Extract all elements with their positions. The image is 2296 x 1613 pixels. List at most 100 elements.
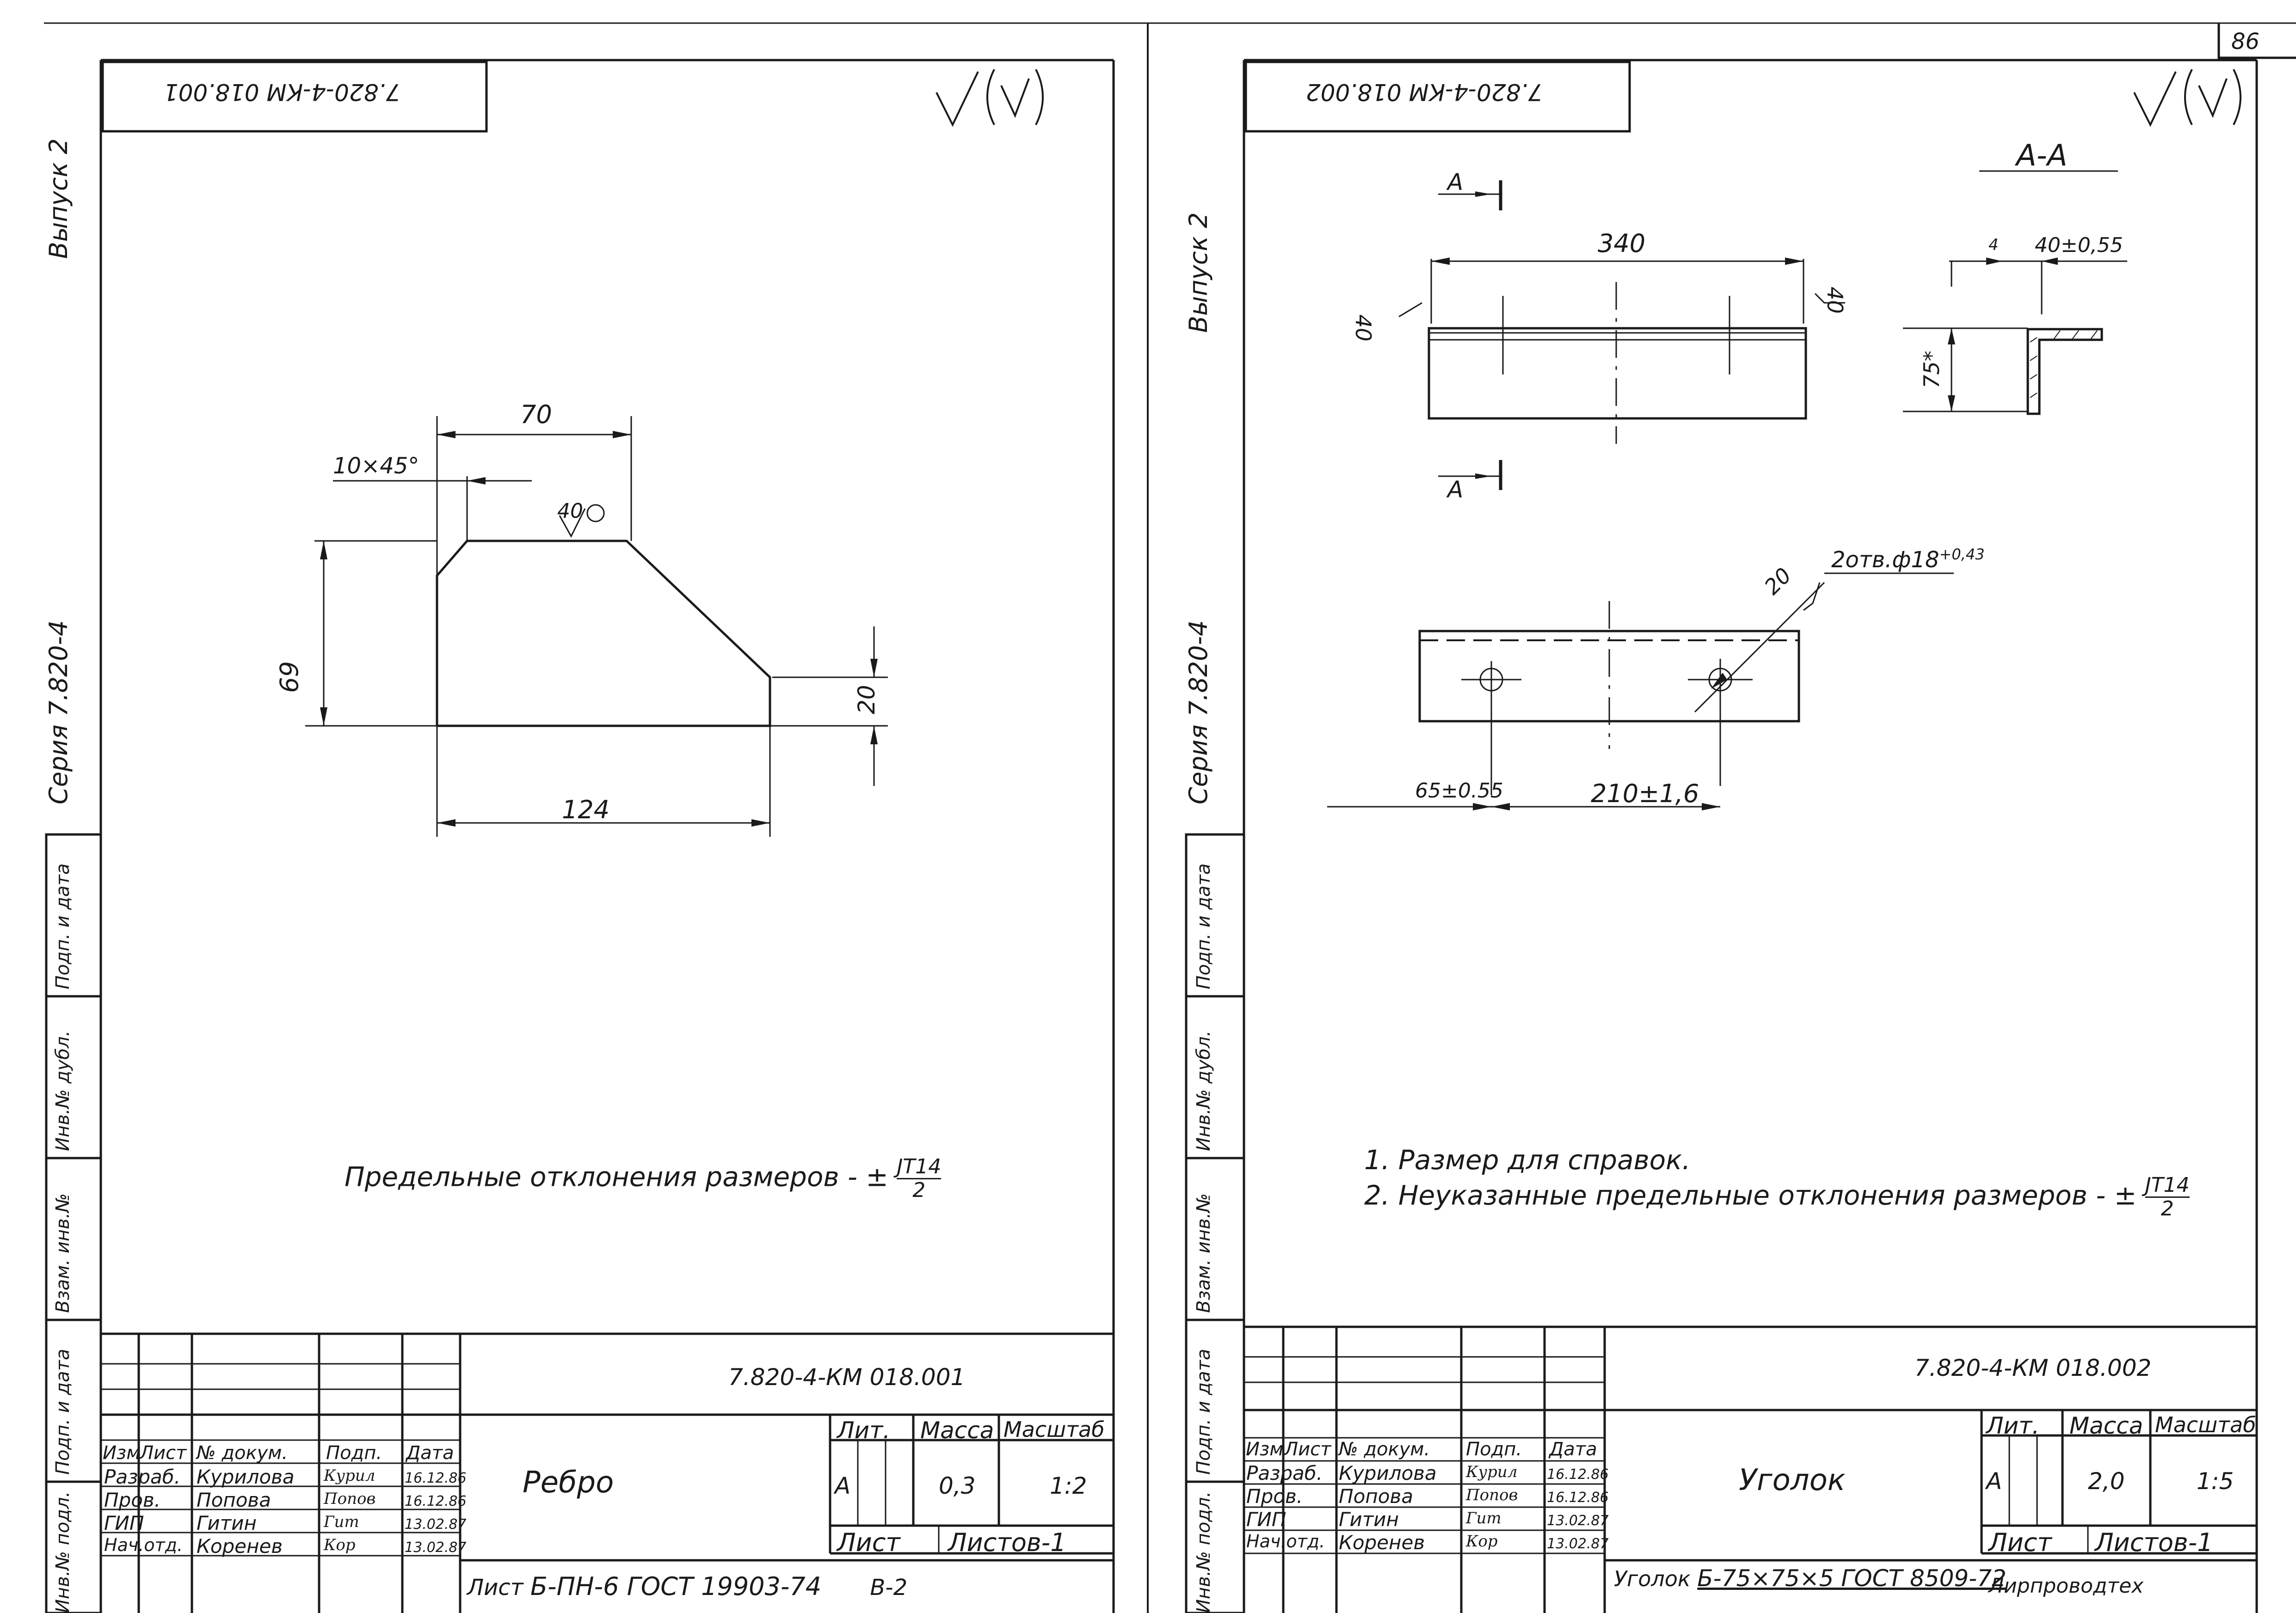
dim-roughness-40: 40 [557,499,583,523]
dim-top-40: 40±0,55 [2035,233,2123,257]
sheet2-row-role: ГИП [1246,1508,1286,1531]
page-number: 86 [2231,29,2260,55]
dim-length-340: 340 [1598,229,1646,258]
sheet1-row-signature: Попов [324,1490,376,1508]
sheet1-hdr-sign: Подп. [326,1442,382,1464]
issue-label: Выпуск 2 [44,138,73,259]
inv-orig-label-2: Инв.№ подл. [1193,1491,1214,1613]
sheet2-lit: А [1986,1468,2002,1495]
sheet2-note-2: 2. Неуказанные предельные отклонения раз… [1364,1173,2190,1220]
sign-date2-label-2: Подп. и дата [1193,1349,1214,1475]
sheet2-row-role: Пров. [1246,1485,1303,1508]
section-mark-top: А [1447,169,1464,196]
sheet2-note-1: 1. Размер для справок. [1364,1144,1691,1176]
sheet1-tb-name: Ребро [523,1466,614,1500]
sheet2-scale: 1:5 [2197,1468,2234,1495]
sheet1-code-upside: 7.820-4-КМ 018.001 [163,79,401,105]
sheet2-row-role: Нач.отд. [1246,1531,1325,1552]
sheet1-row-date: 13.02.87 [405,1516,467,1533]
sheet1-sheets-h: Листов-1 [948,1528,1066,1557]
sheet1-hdr-doc: № докум. [197,1442,288,1464]
sheet2-org: Лирпроводтех [1988,1574,2144,1598]
sheet2-tb-code: 7.820-4-КМ 018.002 [1914,1355,2152,1381]
sheet2-row-date: 16.12.86 [1547,1466,1609,1483]
sheet1-sheet-h: Лист [837,1528,900,1557]
sheet2-row-name: Курилова [1339,1462,1437,1484]
section-title-aa: А-А [2016,139,2068,173]
dim-height-69: 69 [274,661,303,693]
sheet1-scale-h: Масштаб [1003,1417,1105,1442]
sheet2-row-name: Коренев [1339,1531,1425,1554]
sheet2-row-signature: Попов [1466,1486,1518,1504]
sheet2-lit-h: Лит. [1986,1412,2040,1439]
sheet1-row-name: Курилова [197,1466,295,1488]
sheet1-hdr-list: Лист [140,1442,187,1464]
series-label-2: Серия 7.820-4 [1184,620,1213,804]
sheet2-mass-h: Масса [2069,1412,2143,1439]
sheet1-hdr-izm: Изм [103,1442,141,1464]
sheet2-row-role: Разраб. [1246,1462,1323,1484]
sheet2-row-name: Попова [1339,1485,1413,1508]
dim-left-40: 40 [1351,314,1376,342]
sheet1-row-name: Попова [197,1489,271,1511]
dim-top-small-4: 4 [1988,236,1999,254]
sheet2-row-signature: Гит [1466,1509,1502,1527]
sheet1-row-signature: Гит [324,1513,359,1531]
sheet2-row-date: 16.12.86 [1547,1490,1609,1506]
dim-chamfer: 10×45° [333,453,419,479]
sheet2-material: Уголок Б-75×75×5 ГОСТ 8509-72 [1614,1565,2007,1592]
sheet2-hdr-list: Лист [1284,1439,1331,1460]
vzam-inv-label: Взам. инв.№ [52,1193,74,1313]
sheet1-mass: 0,3 [939,1472,976,1499]
dim-right-20: 20 [853,685,880,714]
sheet1-lit-h: Лит. [837,1417,891,1444]
inv-dub-label-2: Инв.№ дубл. [1193,1030,1214,1151]
sheet2-scale-h: Масштаб [2155,1412,2256,1437]
sheet1-note: Предельные отклонения размеров - ± JT14 … [345,1155,942,1202]
sheet2-row-name: Гитин [1339,1508,1399,1531]
sheet2-row-signature: Кор [1466,1532,1498,1551]
sign-date2-label: Подп. и дата [52,1349,74,1475]
inv-orig-label: Инв.№ подл. [52,1491,74,1613]
sign-date-label-2: Подп. и дата [1193,863,1214,989]
dim-bottom-124: 124 [562,795,610,824]
sheet1-mass-h: Масса [920,1417,994,1444]
sheet1-tb-code: 7.820-4-КМ 018.001 [728,1364,966,1391]
sheet1-tol-num: JT14 [897,1155,942,1179]
sheet2-tb-name: Уголок [1739,1463,1846,1497]
sheet2-sheets-h: Листов-1 [2095,1528,2213,1557]
dim-holes: 2отв.ф18+0,43 [1831,546,1985,573]
sheet2-tol-den: 2 [2161,1197,2174,1220]
inv-dub-label: Инв.№ дубл. [52,1030,74,1151]
sheet1-scale: 1:2 [1050,1472,1087,1499]
sheet1-tol-den: 2 [912,1178,926,1202]
sign-date-label: Подп. и дата [52,863,74,989]
sheet2-mass: 2,0 [2088,1468,2125,1495]
series-label: Серия 7.820-4 [44,620,73,804]
dim-spacing: 210±1,6 [1591,779,1699,808]
vzam-inv-label-2: Взам. инв.№ [1193,1193,1214,1313]
sheet2-row-date: 13.02.87 [1547,1536,1609,1552]
sheet1-row-date: 13.02.87 [405,1539,467,1556]
sheet1-row-role: Разраб. [104,1466,181,1488]
sheet1-row-date: 16.12.86 [405,1470,467,1486]
sheet1-row-role: Нач.отд. [104,1535,183,1555]
issue-label-2: Выпуск 2 [1184,212,1213,333]
sheet1-row-date: 16.12.86 [405,1493,467,1509]
sheet1-row-role: ГИП [104,1512,144,1534]
dim-height-75: 75* [1919,350,1944,388]
sheet2-hdr-date: Дата [1549,1439,1597,1460]
sheet2-sheet-h: Лист [1988,1528,2052,1557]
dim-top-70: 70 [520,400,552,429]
sheet1-row-signature: Кор [324,1536,356,1554]
sheet2-row-date: 13.02.87 [1547,1513,1609,1529]
roughness-mark-1 [936,71,979,127]
sheet1-row-role: Пров. [104,1489,161,1511]
sheet2-tol-num: JT14 [2145,1173,2190,1198]
sheet2-hdr-sign: Подп. [1466,1439,1522,1460]
sheet1-row-name: Гитин [197,1512,257,1534]
sheet2-hdr-izm: Изм [1246,1439,1284,1460]
sheet2-code-upside: 7.820-4-КМ 018.002 [1305,79,1543,105]
sheet1-material: Лист Б-ПН-6 ГОСТ 19903-74 В-2 [467,1572,908,1601]
